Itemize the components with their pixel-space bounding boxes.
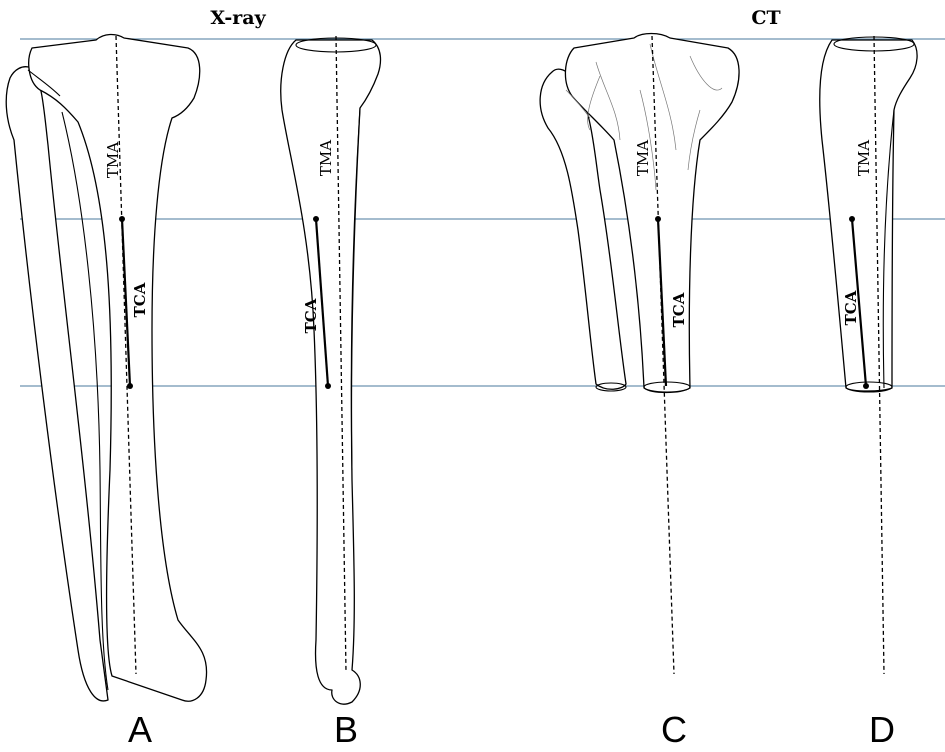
panel-d-bone xyxy=(819,36,918,393)
panel-label-a: A xyxy=(128,709,152,750)
xray-header: X-ray xyxy=(210,7,266,29)
panel-c-bone xyxy=(539,32,740,394)
panel-d-tibia xyxy=(819,39,918,392)
panel-b-tca-label: TCA xyxy=(302,298,320,333)
panel-b-bone xyxy=(280,37,382,705)
panel-c-tma-label: TMA xyxy=(634,140,652,176)
panel-d-cut xyxy=(845,381,893,393)
panel-c-tibia-cut xyxy=(643,381,691,393)
panel-label-c: C xyxy=(661,709,687,750)
panel-c-surface-detail xyxy=(565,43,723,191)
panel-a-fibula xyxy=(5,66,109,702)
panel-c-mechanical-axis xyxy=(651,35,675,675)
panel-a-tma-label: TMA xyxy=(104,142,122,178)
panel-d-lower-point xyxy=(863,383,869,389)
panel-label-b: B xyxy=(334,709,358,750)
panel-a-tca-label: TCA xyxy=(131,282,149,317)
panel-a-tca-segment xyxy=(120,218,132,387)
panel-d-tca-label: TCA xyxy=(842,290,860,325)
panel-d-mechanical-axis xyxy=(873,35,885,675)
panel-b-tca-segment xyxy=(314,218,330,387)
panel-d-tca-segment xyxy=(850,218,868,387)
panel-b-mechanical-axis xyxy=(335,35,347,673)
panel-b-tibia xyxy=(280,39,382,705)
panel-a-upper-point xyxy=(119,216,125,222)
panel-d-upper-point xyxy=(849,216,855,222)
panel-c-fibula-cut xyxy=(595,382,627,392)
panel-a-tibia xyxy=(28,33,208,702)
panel-a-condyle-edge xyxy=(27,69,61,97)
panel-b-lower-point xyxy=(325,383,331,389)
panel-a-bone xyxy=(5,33,208,702)
panel-a-fibula-edge xyxy=(61,111,109,691)
panel-label-d: D xyxy=(869,709,895,750)
panel-d-posterior-edge xyxy=(882,109,895,389)
panel-b-tma-label: TMA xyxy=(317,140,335,176)
panel-b-posterior-edge xyxy=(350,107,361,471)
panel-c-tca-segment xyxy=(656,218,668,387)
panel-d-tma-label: TMA xyxy=(855,140,873,176)
panel-c-tca-label: TCA xyxy=(670,292,688,327)
panel-c-upper-point xyxy=(655,216,661,222)
panel-c-tibia xyxy=(564,32,740,394)
ct-header: CT xyxy=(751,7,780,29)
panel-a-mechanical-axis xyxy=(115,35,137,675)
panel-b-upper-point xyxy=(313,216,319,222)
panel-a-lower-point xyxy=(127,383,133,389)
